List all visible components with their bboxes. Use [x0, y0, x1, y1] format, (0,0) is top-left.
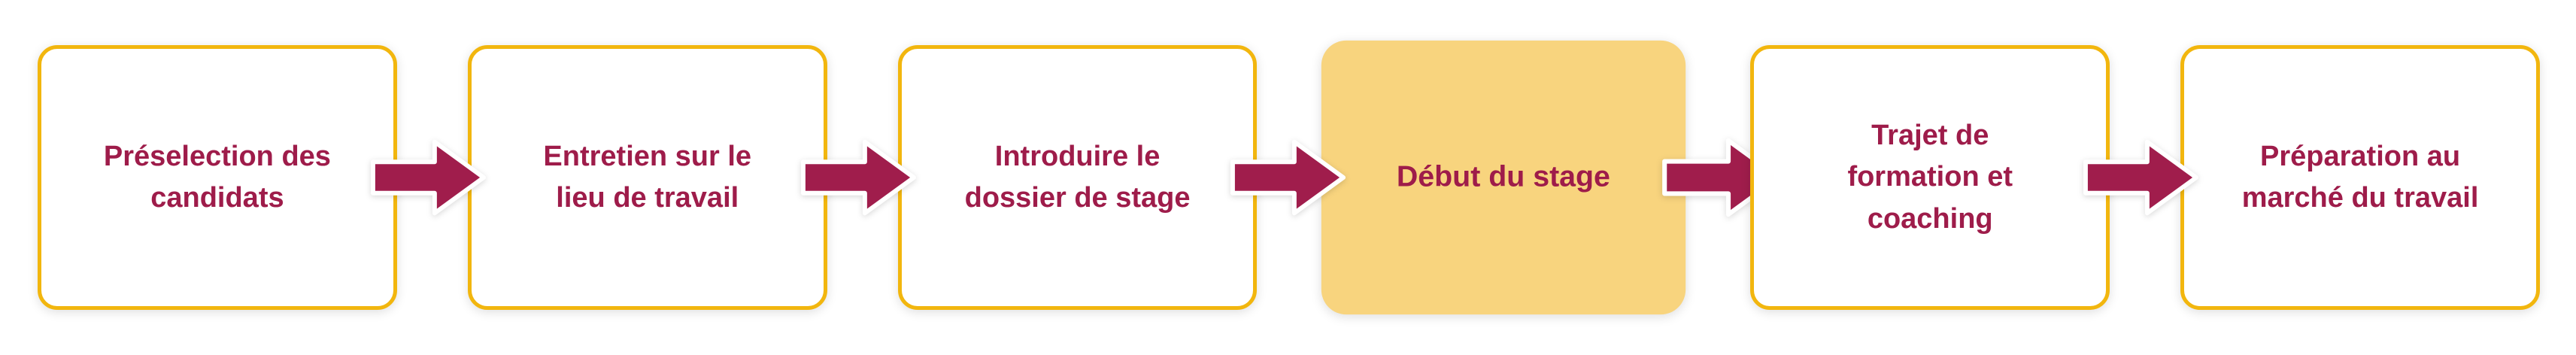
- step-entretien-lieu-travail: Entretien sur le lieu de travail: [467, 45, 916, 310]
- step-label: Début du stage: [1397, 160, 1611, 194]
- right-arrow-icon: [2083, 139, 2199, 216]
- step-preselection-candidats: Préselection des candidats: [38, 45, 486, 310]
- step-preparation-marche-travail: Préparation au marché du travail: [2180, 45, 2540, 310]
- step-trajet-formation-coaching: Trajet de formation et coaching: [1750, 45, 2199, 310]
- step-introduire-dossier-stage: Introduire le dossier de stage: [897, 45, 1346, 310]
- step-label: Préselection des candidats: [103, 140, 331, 214]
- step-label: Entretien sur le lieu de travail: [543, 140, 752, 214]
- step-label: Introduire le dossier de stage: [964, 140, 1191, 214]
- step-label: Préparation au marché du travail: [2241, 140, 2479, 214]
- right-arrow-icon: [800, 139, 916, 216]
- step-label: Trajet de formation et coaching: [1847, 120, 2013, 235]
- right-arrow-icon: [370, 139, 486, 216]
- right-arrow-icon: [1230, 139, 1346, 216]
- step-debut-du-stage-highlighted: Début du stage: [1321, 40, 1782, 315]
